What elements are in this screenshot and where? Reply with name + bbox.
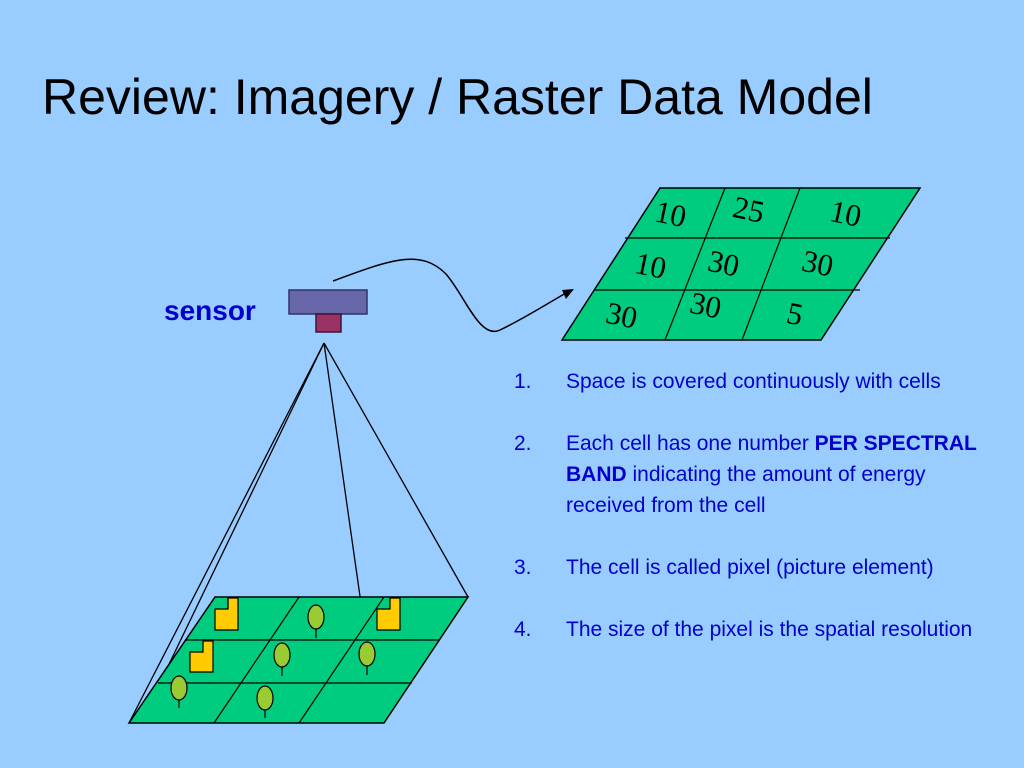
list-item-emphasis: PER SPECTRAL BAND [566, 432, 977, 486]
sensor-label: sensor [164, 295, 256, 326]
list-item-number: 1. [514, 370, 532, 393]
raster-cell-value: 30 [687, 285, 725, 326]
raster-cell-value: 30 [799, 243, 837, 284]
tree-icon [307, 604, 325, 638]
raster-cell-value: 5 [784, 295, 806, 332]
tree-icon [256, 685, 274, 718]
sensor-lens [315, 313, 342, 333]
explanation-list: 1. Space is covered continuously with ce… [514, 366, 994, 676]
list-item: 2. Each cell has one number PER SPECTRAL… [514, 428, 994, 521]
raster-cell-value: 30 [705, 243, 743, 284]
list-item-number: 3. [514, 556, 532, 579]
tree-icon [273, 642, 291, 676]
slide-title: Review: Imagery / Raster Data Model [42, 69, 873, 125]
building-icon [189, 640, 214, 673]
raster-cell-value: 10 [827, 193, 865, 234]
sensor: sensor [164, 289, 368, 333]
building-icon [376, 597, 401, 631]
list-item-text: The size of the pixel is the spatial res… [566, 618, 973, 641]
list-item-text: Space is covered continuously with cells [566, 370, 941, 393]
raster-grid: 10 25 10 10 30 30 30 30 5 [560, 187, 922, 341]
list-item: 1. Space is covered continuously with ce… [514, 366, 994, 397]
list-item-number: 4. [514, 618, 532, 641]
ground-grid [127, 596, 470, 724]
list-item-text-end: indicating the amount of energy received… [566, 463, 926, 517]
list-item: 4. The size of the pixel is the spatial … [514, 614, 994, 645]
raster-cell-value: 10 [652, 193, 690, 234]
transfer-arrow [332, 258, 574, 333]
building-icon [214, 597, 239, 631]
raster-cell-value: 30 [603, 295, 641, 336]
tree-icon [358, 641, 376, 675]
raster-cell-value: 25 [730, 189, 768, 230]
sensor-body [288, 289, 368, 315]
list-item-text: The cell is called pixel (picture elemen… [566, 556, 934, 579]
list-item-text-start: Each cell has one number [566, 432, 815, 455]
list-item: 3. The cell is called pixel (picture ele… [514, 552, 994, 583]
list-item-number: 2. [514, 432, 532, 455]
raster-cell-value: 10 [632, 245, 670, 286]
tree-icon [170, 675, 188, 708]
